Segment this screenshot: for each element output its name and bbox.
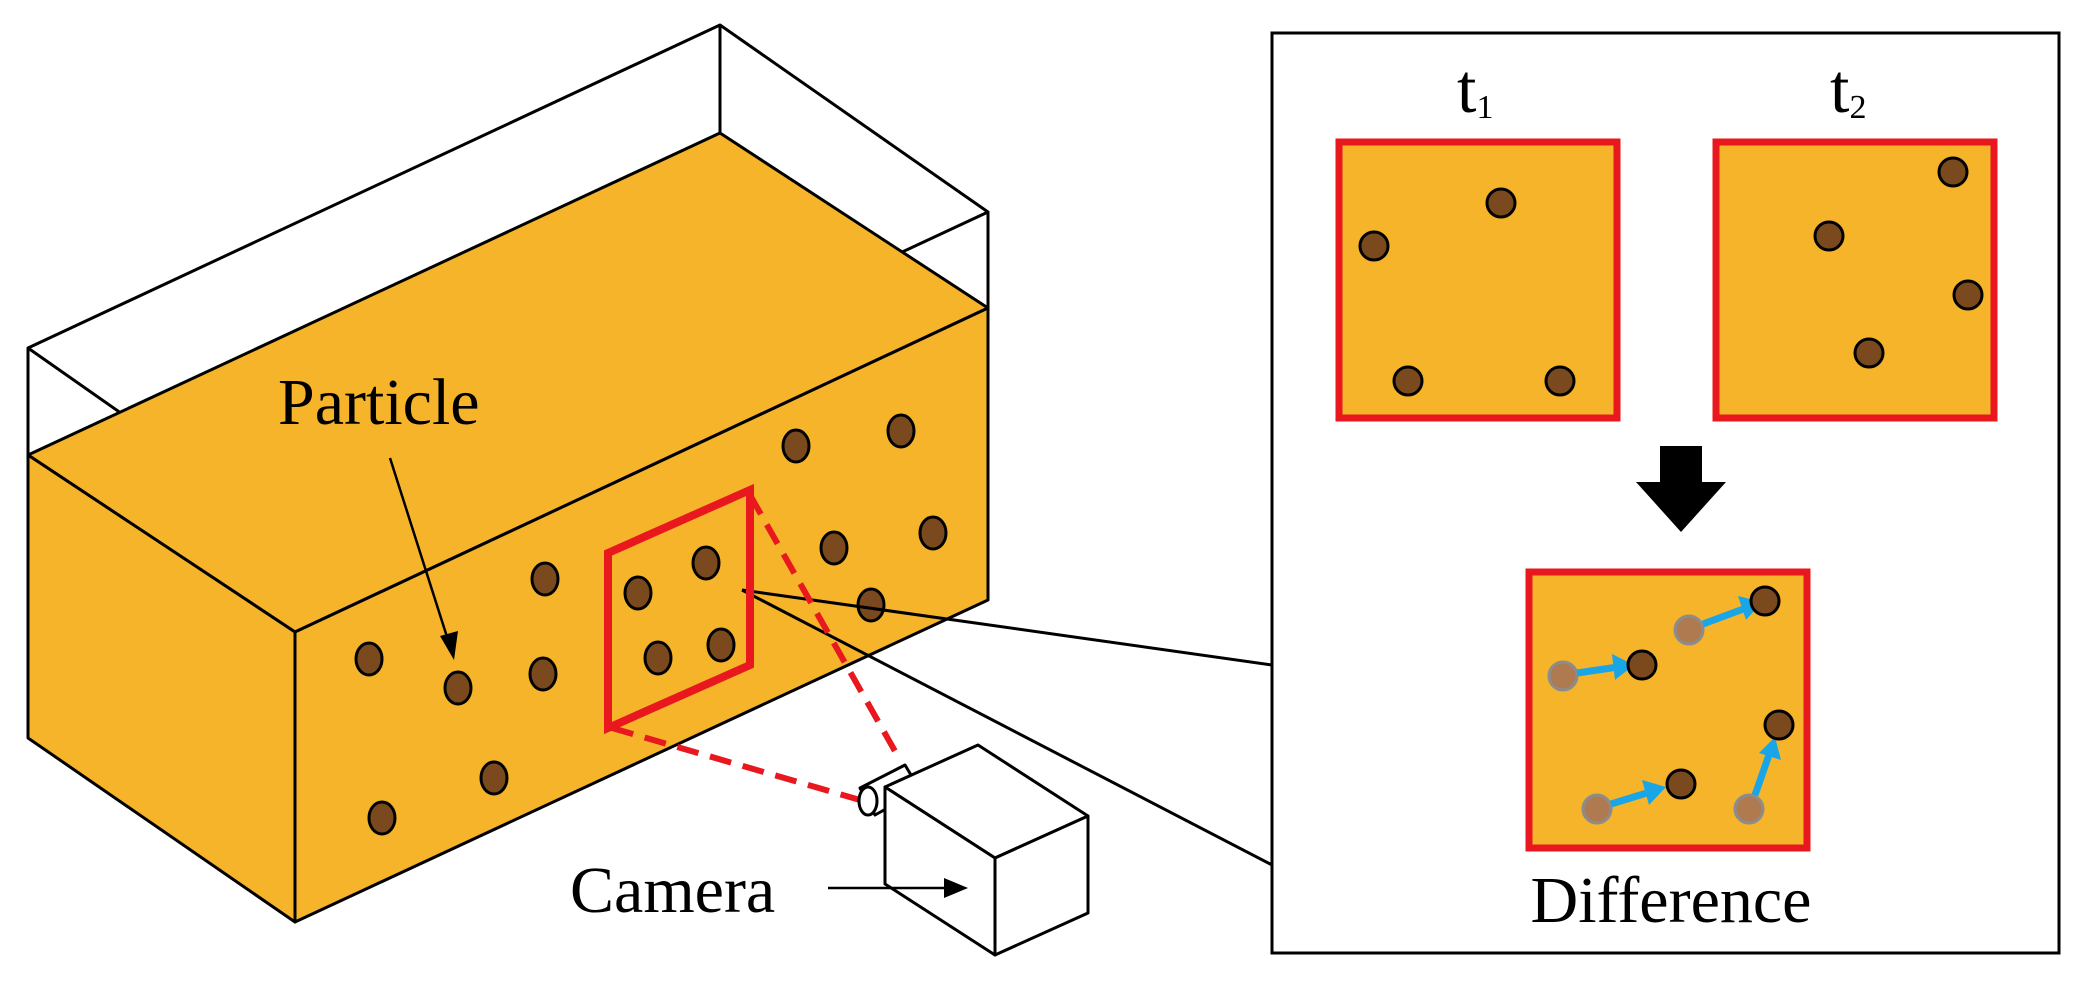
particle xyxy=(443,670,473,706)
particle xyxy=(1952,279,1984,311)
particle xyxy=(1665,768,1697,800)
frame-t1-letter: t xyxy=(1457,51,1477,128)
frame-t1-particles xyxy=(1358,187,1576,397)
tank xyxy=(26,23,990,924)
particle xyxy=(528,656,558,692)
previous-particle xyxy=(1581,793,1613,825)
particle xyxy=(1813,220,1845,252)
particle-pointer xyxy=(388,457,458,660)
particle-label: Particle xyxy=(278,366,480,439)
frame-t2 xyxy=(1712,138,1998,422)
camera-icon xyxy=(857,743,1090,957)
zoom-callout xyxy=(741,588,1273,867)
particle xyxy=(1853,337,1885,369)
camera-label: Camera xyxy=(570,854,775,927)
tank-side-face xyxy=(293,306,990,924)
particle xyxy=(886,413,916,449)
particle xyxy=(856,587,886,623)
frame-t2-index: 2 xyxy=(1849,89,1866,126)
frame-t1 xyxy=(1335,138,1621,422)
camera-view-lines xyxy=(611,493,903,803)
down-arrow-icon xyxy=(1636,446,1726,532)
camera-pointer xyxy=(828,878,968,898)
frame-t1-label: t1 xyxy=(1457,51,1493,128)
difference-label: Difference xyxy=(1531,864,1812,937)
particle xyxy=(1937,156,1969,188)
motion-vectors xyxy=(1576,596,1781,808)
particle xyxy=(1749,585,1781,617)
motion-arrow xyxy=(1751,737,1781,797)
particle xyxy=(1485,187,1517,219)
particle xyxy=(1544,365,1576,397)
particle xyxy=(530,561,560,597)
particle xyxy=(354,641,384,677)
frame-t1-index: 1 xyxy=(1476,89,1493,126)
particle xyxy=(918,515,948,551)
frame-t2-particles xyxy=(1813,156,1984,369)
particle xyxy=(643,640,673,676)
frame-t2-letter: t xyxy=(1830,51,1850,128)
particle xyxy=(1392,365,1424,397)
particle xyxy=(1626,649,1658,681)
particle xyxy=(781,428,811,464)
interrogation-window xyxy=(604,483,754,735)
previous-particle xyxy=(1733,793,1765,825)
particle xyxy=(691,545,721,581)
motion-arrow xyxy=(1576,654,1634,680)
particle xyxy=(367,800,397,836)
particle xyxy=(623,575,653,611)
previous-particle xyxy=(1673,614,1705,646)
particle xyxy=(1763,709,1795,741)
previous-particle xyxy=(1547,660,1579,692)
particle xyxy=(819,530,849,566)
particle xyxy=(479,760,509,796)
particle xyxy=(706,627,736,663)
difference-current-particles xyxy=(1626,585,1795,800)
frame-t2-label: t2 xyxy=(1830,51,1866,128)
camera-body-side xyxy=(993,814,1090,957)
motion-arrow xyxy=(1609,780,1666,808)
particle xyxy=(1358,230,1390,262)
difference-previous-particles xyxy=(1547,614,1765,825)
tank-particles xyxy=(354,413,948,836)
